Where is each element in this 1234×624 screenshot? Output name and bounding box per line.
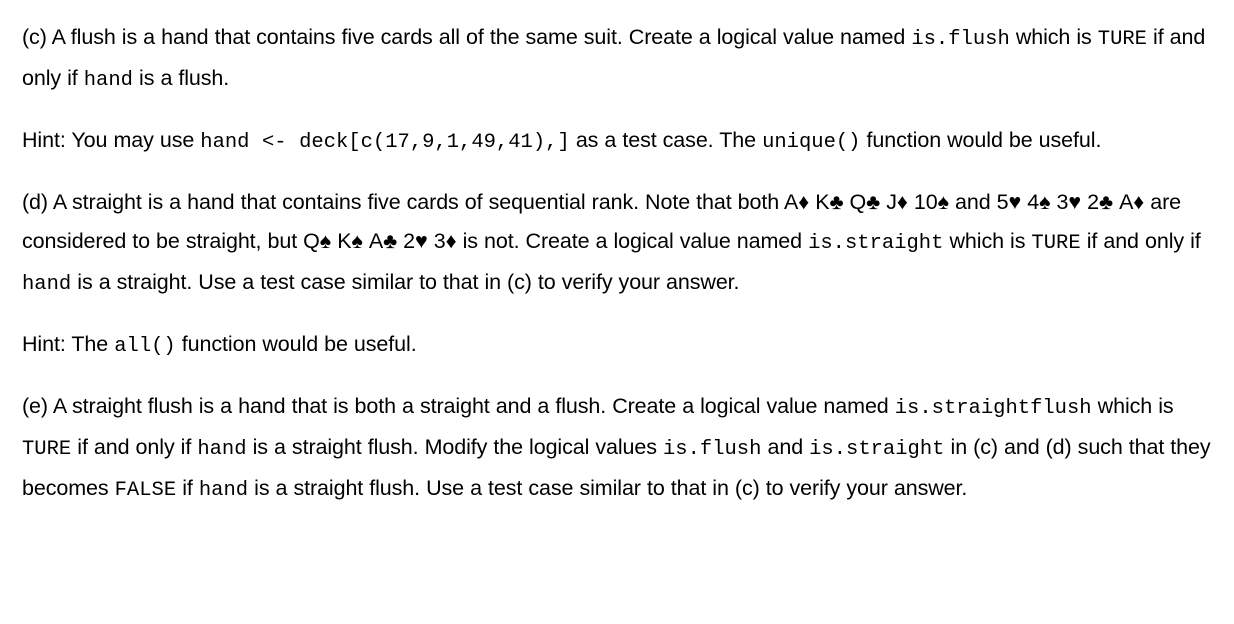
part-d-text-4: is not. Create a logical value named: [456, 229, 809, 253]
card-a-club: A♣: [368, 229, 398, 253]
code-hand-d: hand: [22, 273, 72, 296]
paragraph-part-d: (d) A straight is a hand that contains f…: [22, 183, 1212, 304]
paragraph-part-c: (c) A flush is a hand that contains five…: [22, 18, 1212, 100]
code-hand-assignment: hand <- deck[c(17,9,1,49,41),]: [200, 131, 570, 154]
part-e-text-1: (e) A straight flush is a hand that is b…: [22, 394, 895, 418]
code-is-flush: is.flush: [911, 28, 1010, 51]
part-c-text-4: is a flush.: [132, 66, 230, 90]
paragraph-hint-d: Hint: The all() function would be useful…: [22, 325, 1212, 366]
part-d-text-7: is a straight. Use a test case similar t…: [71, 270, 740, 294]
hint-c-text-3: function would be useful.: [860, 128, 1102, 152]
code-hand-e: hand: [197, 438, 247, 461]
part-c-text-2: which is: [1009, 25, 1098, 49]
part-d-text-1: (d) A straight is a hand that contains f…: [22, 190, 784, 214]
part-e-text-3: if and only if: [71, 435, 198, 459]
part-d-text-3: are considered to be straight, but: [22, 190, 1182, 253]
code-is-straight: is.straight: [808, 232, 944, 255]
code-is-straightflush: is.straightflush: [894, 397, 1092, 420]
code-hand-e2: hand: [198, 479, 249, 502]
card-j-diamond: J♦: [886, 190, 908, 214]
card-a-diamond: A♦: [784, 190, 810, 214]
part-e-text-4: is a straight flush. Modify the logical …: [246, 435, 663, 459]
card-k-club: K♣: [815, 190, 844, 214]
card-q-spade: Q♠: [303, 229, 332, 253]
code-false: FALSE: [114, 479, 177, 502]
code-is-flush-e: is.flush: [662, 438, 762, 461]
paragraph-part-e: (e) A straight flush is a hand that is b…: [22, 387, 1212, 510]
part-e-text-5: and: [761, 435, 810, 459]
part-d-text-2: and: [948, 190, 997, 214]
card-4-spade: 4♠: [1027, 190, 1051, 214]
part-e-text-8: is a straight flush. Use a test case sim…: [248, 476, 968, 500]
hint-c-text-1: Hint: You may use: [22, 128, 201, 152]
code-hand: hand: [83, 69, 133, 92]
card-10-spade: 10♠: [913, 190, 949, 214]
code-ture-e: TURE: [22, 438, 72, 461]
part-c-text-3: if and only if: [22, 25, 1206, 90]
card-2-club: 2♣: [1087, 190, 1113, 214]
card-q-club: Q♣: [849, 190, 881, 214]
code-is-straight-e: is.straight: [809, 438, 945, 461]
hint-d-text-2: function would be useful.: [175, 332, 417, 356]
code-all-function: all(): [114, 335, 176, 358]
part-d-text-5: which is: [943, 229, 1032, 253]
paragraph-hint-c: Hint: You may use hand <- deck[c(17,9,1,…: [22, 121, 1212, 162]
code-ture-d: TURE: [1031, 232, 1081, 255]
part-e-text-7: if: [176, 476, 199, 500]
card-3-heart: 3♥: [1056, 190, 1082, 214]
part-c-text-1: (c) A flush is a hand that contains five…: [22, 25, 912, 49]
card-2-heart: 2♥: [403, 229, 428, 253]
code-unique-function: unique(): [762, 131, 861, 154]
part-d-text-6: if and only if: [1080, 229, 1201, 253]
code-ture: TURE: [1097, 28, 1147, 51]
hint-d-text-1: Hint: The: [22, 332, 115, 356]
hint-c-text-2: as a test case. The: [569, 128, 763, 152]
part-e-text-6: in (c) and (d) such that they becomes: [22, 435, 1211, 500]
card-k-spade: K♠: [337, 229, 363, 253]
card-5-heart: 5♥: [996, 190, 1022, 214]
card-3-diamond: 3♦: [433, 229, 457, 253]
card-a-diamond-2: A♦: [1119, 190, 1145, 214]
part-e-text-2: which is: [1091, 394, 1174, 418]
